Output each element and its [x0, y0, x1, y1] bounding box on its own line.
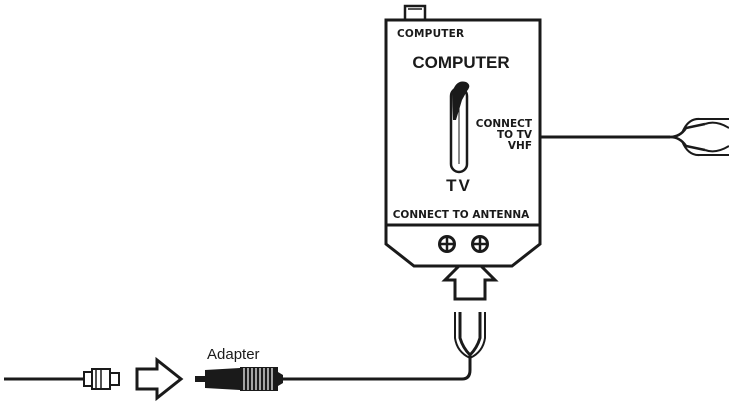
switch-box-corner-label: COMPUTER	[397, 28, 464, 40]
antenna-terminal-right[interactable]	[471, 235, 489, 253]
adapter	[195, 367, 283, 391]
svg-text:TO TV: TO TV	[497, 129, 533, 141]
twin-lead-cable	[283, 312, 486, 381]
slide-switch-lever[interactable]	[452, 81, 470, 120]
svg-text:CONNECT: CONNECT	[476, 118, 533, 130]
right-arrow-icon	[135, 356, 184, 402]
connect-to-antenna-label: CONNECT TO ANTENNA	[393, 209, 530, 221]
connect-to-tv-label: CONNECT TO TV VHF	[476, 118, 533, 152]
coax-cable-left	[4, 368, 120, 390]
switch-position-tv-label: TV	[446, 176, 472, 195]
tv-lead-cable	[540, 117, 729, 157]
slide-switch[interactable]	[449, 81, 470, 174]
svg-text:VHF: VHF	[508, 140, 532, 152]
antenna-terminal-left[interactable]	[438, 235, 456, 253]
adapter-label: Adapter	[207, 346, 260, 363]
switch-box-knob	[403, 4, 427, 22]
switch-position-computer-label: COMPUTER	[412, 53, 509, 72]
